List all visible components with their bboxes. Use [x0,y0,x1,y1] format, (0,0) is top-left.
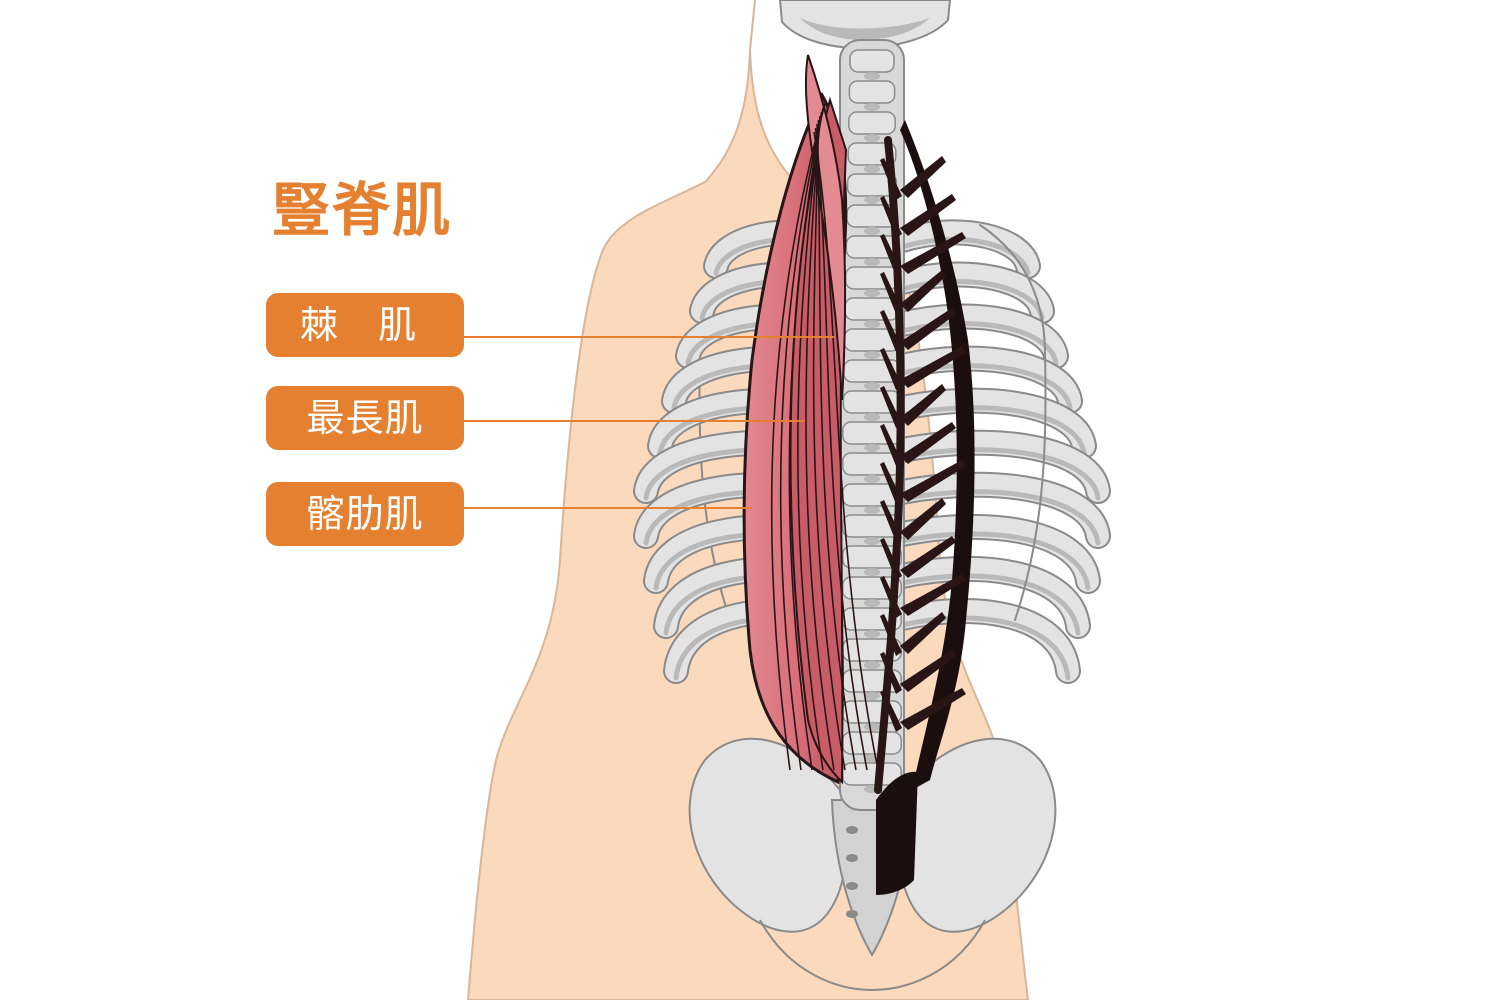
vertebra-shadow [864,630,880,638]
rib-body [891,431,1109,502]
rib-body [891,305,1067,367]
vertebra-shadow [864,692,880,700]
vertebra [849,49,895,73]
spine [839,39,905,811]
vertebra-shadow [864,661,880,669]
deep-muscle-slip [900,194,956,236]
vertebra-shadow [864,320,880,328]
vertebra [842,421,902,445]
sacral-foramen [846,826,858,834]
sacral-foramen [846,910,858,918]
rib-shade [899,573,1081,636]
rib-right [889,471,1111,549]
deep-muscle-slip [900,156,946,198]
erector-spinae-left [742,54,879,785]
pelvis-lower-arch [759,919,986,992]
muscle-fiber-line [816,123,857,771]
diagram-title: 豎脊肌 [272,176,453,244]
muscle-fiber-line [770,99,827,771]
rib-body [891,557,1089,637]
rib-right [889,513,1101,594]
rib-body [891,473,1109,547]
vertebra-shadow [864,506,880,514]
rib-body [891,221,1039,277]
deep-muscle-slip [900,650,956,692]
label-longissimus: 最長肌 [266,386,464,450]
deep-muscle-slip [900,536,956,578]
muscle-fiber-line [813,131,879,771]
muscle-fiber-line [779,103,826,771]
deep-muscle-spine-band [874,136,905,794]
vertebra-shadow [864,351,880,359]
deep-muscle-slip [900,270,946,312]
rib-body [891,389,1095,457]
rib-right [889,429,1111,504]
vertebra [844,297,900,321]
vertebra-shadow [864,165,880,173]
muscle-fiber-line [788,107,824,771]
vertebra-shadow [864,444,880,452]
rib-right [889,387,1097,459]
deep-muscle-slip [900,612,946,654]
rib-body [891,347,1081,412]
vertebra-shadow [864,413,880,421]
vertebra-shadow [864,537,880,545]
vertebra-shadow [864,382,880,390]
label-iliocostalis: 髂肋肌 [266,482,464,546]
label-spinalis: 棘 肌 [266,293,464,357]
muscle-fiber-line [814,127,868,771]
deep-muscle-slip [900,384,946,426]
vertebra [848,111,896,135]
vertebra-shadow [864,72,880,80]
rib-cage [633,219,1111,684]
sacral-foramen [846,854,858,862]
rib-outline-right [979,224,1047,621]
rib-shade [899,615,1071,681]
rib-body [891,599,1079,682]
deep-muscle-slip [900,498,946,540]
rib-shade [899,447,1101,501]
deep-muscle-slip [900,422,956,464]
right-muscle-outer-band [900,120,975,790]
pelvis-left-wing [688,737,848,933]
vertebra-shadow [864,258,880,266]
rib-right [889,555,1091,639]
rib-shade [899,489,1101,546]
vertebra-shadow [864,475,880,483]
deep-muscle-slip [900,688,966,730]
rib-shade [899,236,1031,276]
vertebra-shadow [864,134,880,142]
muscle-fiber-line [797,111,824,771]
vertebra-shadow [864,599,880,607]
vertebra-shadow [864,227,880,235]
skull-shadow [800,18,930,40]
rib-right [889,597,1081,684]
vertebra-shadow [864,723,880,731]
sacral-foramen [846,882,858,890]
deep-muscles-right [874,120,975,895]
muscle-fiber-line [812,119,846,771]
deep-muscle-slip-inner [880,386,902,428]
vertebra-shadow [864,196,880,204]
vertebra [848,80,896,104]
right-muscle-lower-tendon [876,771,918,895]
deep-muscle-slip [900,574,966,616]
deep-muscle-slip [900,460,966,502]
deep-muscle-slip [900,346,966,388]
vertebra-shadow [864,289,880,297]
rib-shade [899,405,1087,456]
rib-right [889,219,1041,279]
vertebra-shadow [864,103,880,111]
vertebra-shadow [864,568,880,576]
rib-shade [899,531,1091,591]
deep-muscle-slip [900,232,966,274]
leader-lines [464,336,834,509]
deep-muscle-slip [900,308,956,350]
rib-body [891,515,1099,592]
muscle-fiber-line [805,115,835,771]
